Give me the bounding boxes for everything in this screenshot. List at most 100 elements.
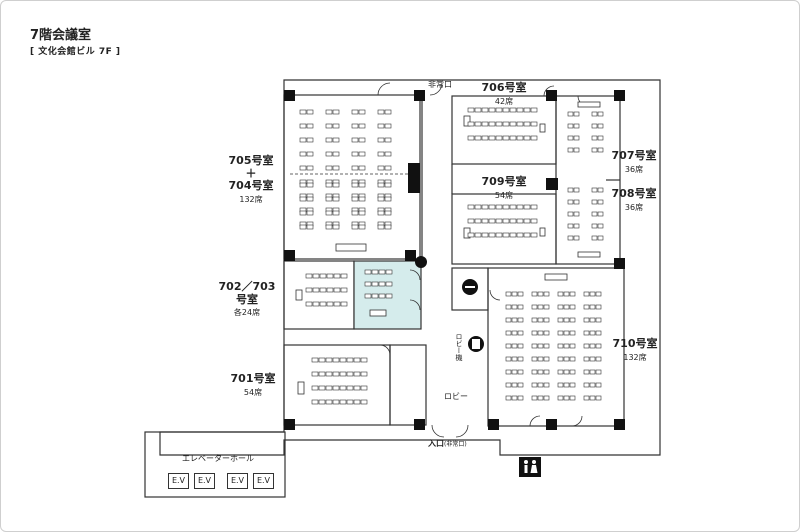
seat [505, 291, 512, 297]
seat [333, 287, 341, 293]
seat [325, 182, 333, 188]
seat [573, 147, 580, 153]
seat [378, 269, 386, 275]
seat [530, 232, 538, 238]
room-709-label: 709号室 54席 [474, 175, 534, 201]
pillar [284, 250, 295, 261]
seat [377, 109, 385, 115]
seat [543, 330, 550, 336]
seat [583, 369, 590, 375]
seat [384, 196, 392, 202]
seat [567, 223, 574, 229]
entrance-text: 入口 [428, 439, 444, 448]
pillar [546, 178, 558, 190]
seat [318, 371, 326, 377]
seat [318, 385, 326, 391]
smoking-booth-outline [451, 267, 489, 311]
seat [591, 211, 598, 217]
seat [517, 343, 524, 349]
seat [481, 204, 489, 210]
seat [567, 187, 574, 193]
seat [377, 196, 385, 202]
seat [509, 107, 517, 113]
seat [326, 301, 334, 307]
seat [597, 111, 604, 117]
seat [505, 304, 512, 310]
seat [537, 356, 544, 362]
seat [319, 287, 327, 293]
seat [537, 343, 544, 349]
seat [543, 343, 550, 349]
seat [516, 121, 524, 127]
seat [339, 357, 347, 363]
seat [358, 210, 366, 216]
seat [567, 123, 574, 129]
seat [351, 123, 359, 129]
seat [589, 369, 596, 375]
seat [306, 224, 314, 230]
room-708-label: 708号室 36席 [608, 187, 660, 213]
pillar [546, 90, 557, 101]
seat [543, 317, 550, 323]
seat [511, 317, 518, 323]
pillar [284, 90, 295, 101]
seat [311, 399, 319, 405]
seat [351, 224, 359, 230]
seat [385, 269, 393, 275]
seat [332, 182, 340, 188]
emergency-exit-label: 非常口 [428, 80, 452, 89]
seat [467, 204, 475, 210]
pillar [414, 90, 425, 101]
seat [360, 385, 368, 391]
seat [467, 135, 475, 141]
seat [481, 107, 489, 113]
seat [377, 123, 385, 129]
seat [597, 123, 604, 129]
room-710-seats: 132席 [623, 352, 647, 362]
door [409, 299, 421, 311]
seat [346, 371, 354, 377]
seat [481, 135, 489, 141]
seat [299, 196, 307, 202]
smoking-area-icon [462, 279, 478, 295]
seat [360, 371, 368, 377]
seat [364, 293, 372, 299]
elevator-4: E.V [253, 473, 274, 489]
seat [569, 356, 576, 362]
seat [589, 382, 596, 388]
seat [332, 151, 340, 157]
seat [325, 210, 333, 216]
seat [311, 371, 319, 377]
seat [502, 121, 510, 127]
room-702-703-seats: 各24席 [233, 308, 261, 318]
seat [502, 107, 510, 113]
seat [511, 291, 518, 297]
seat [339, 399, 347, 405]
seat [467, 121, 475, 127]
seat [531, 304, 538, 310]
seat [517, 369, 524, 375]
seat [488, 232, 496, 238]
seat [305, 301, 313, 307]
seat [299, 123, 307, 129]
seat [523, 135, 531, 141]
seat [543, 291, 550, 297]
seat [306, 123, 314, 129]
seat [531, 291, 538, 297]
seat [474, 218, 482, 224]
seat [583, 343, 590, 349]
seat [589, 330, 596, 336]
room-701-annex-outline [389, 344, 427, 426]
seat [384, 224, 392, 230]
seat [384, 165, 392, 171]
seat [299, 151, 307, 157]
seat [495, 218, 503, 224]
seat [531, 382, 538, 388]
seat [488, 121, 496, 127]
seat [595, 304, 602, 310]
seat [377, 182, 385, 188]
seat [563, 382, 570, 388]
seat [358, 182, 366, 188]
seat [364, 269, 372, 275]
seat [569, 317, 576, 323]
